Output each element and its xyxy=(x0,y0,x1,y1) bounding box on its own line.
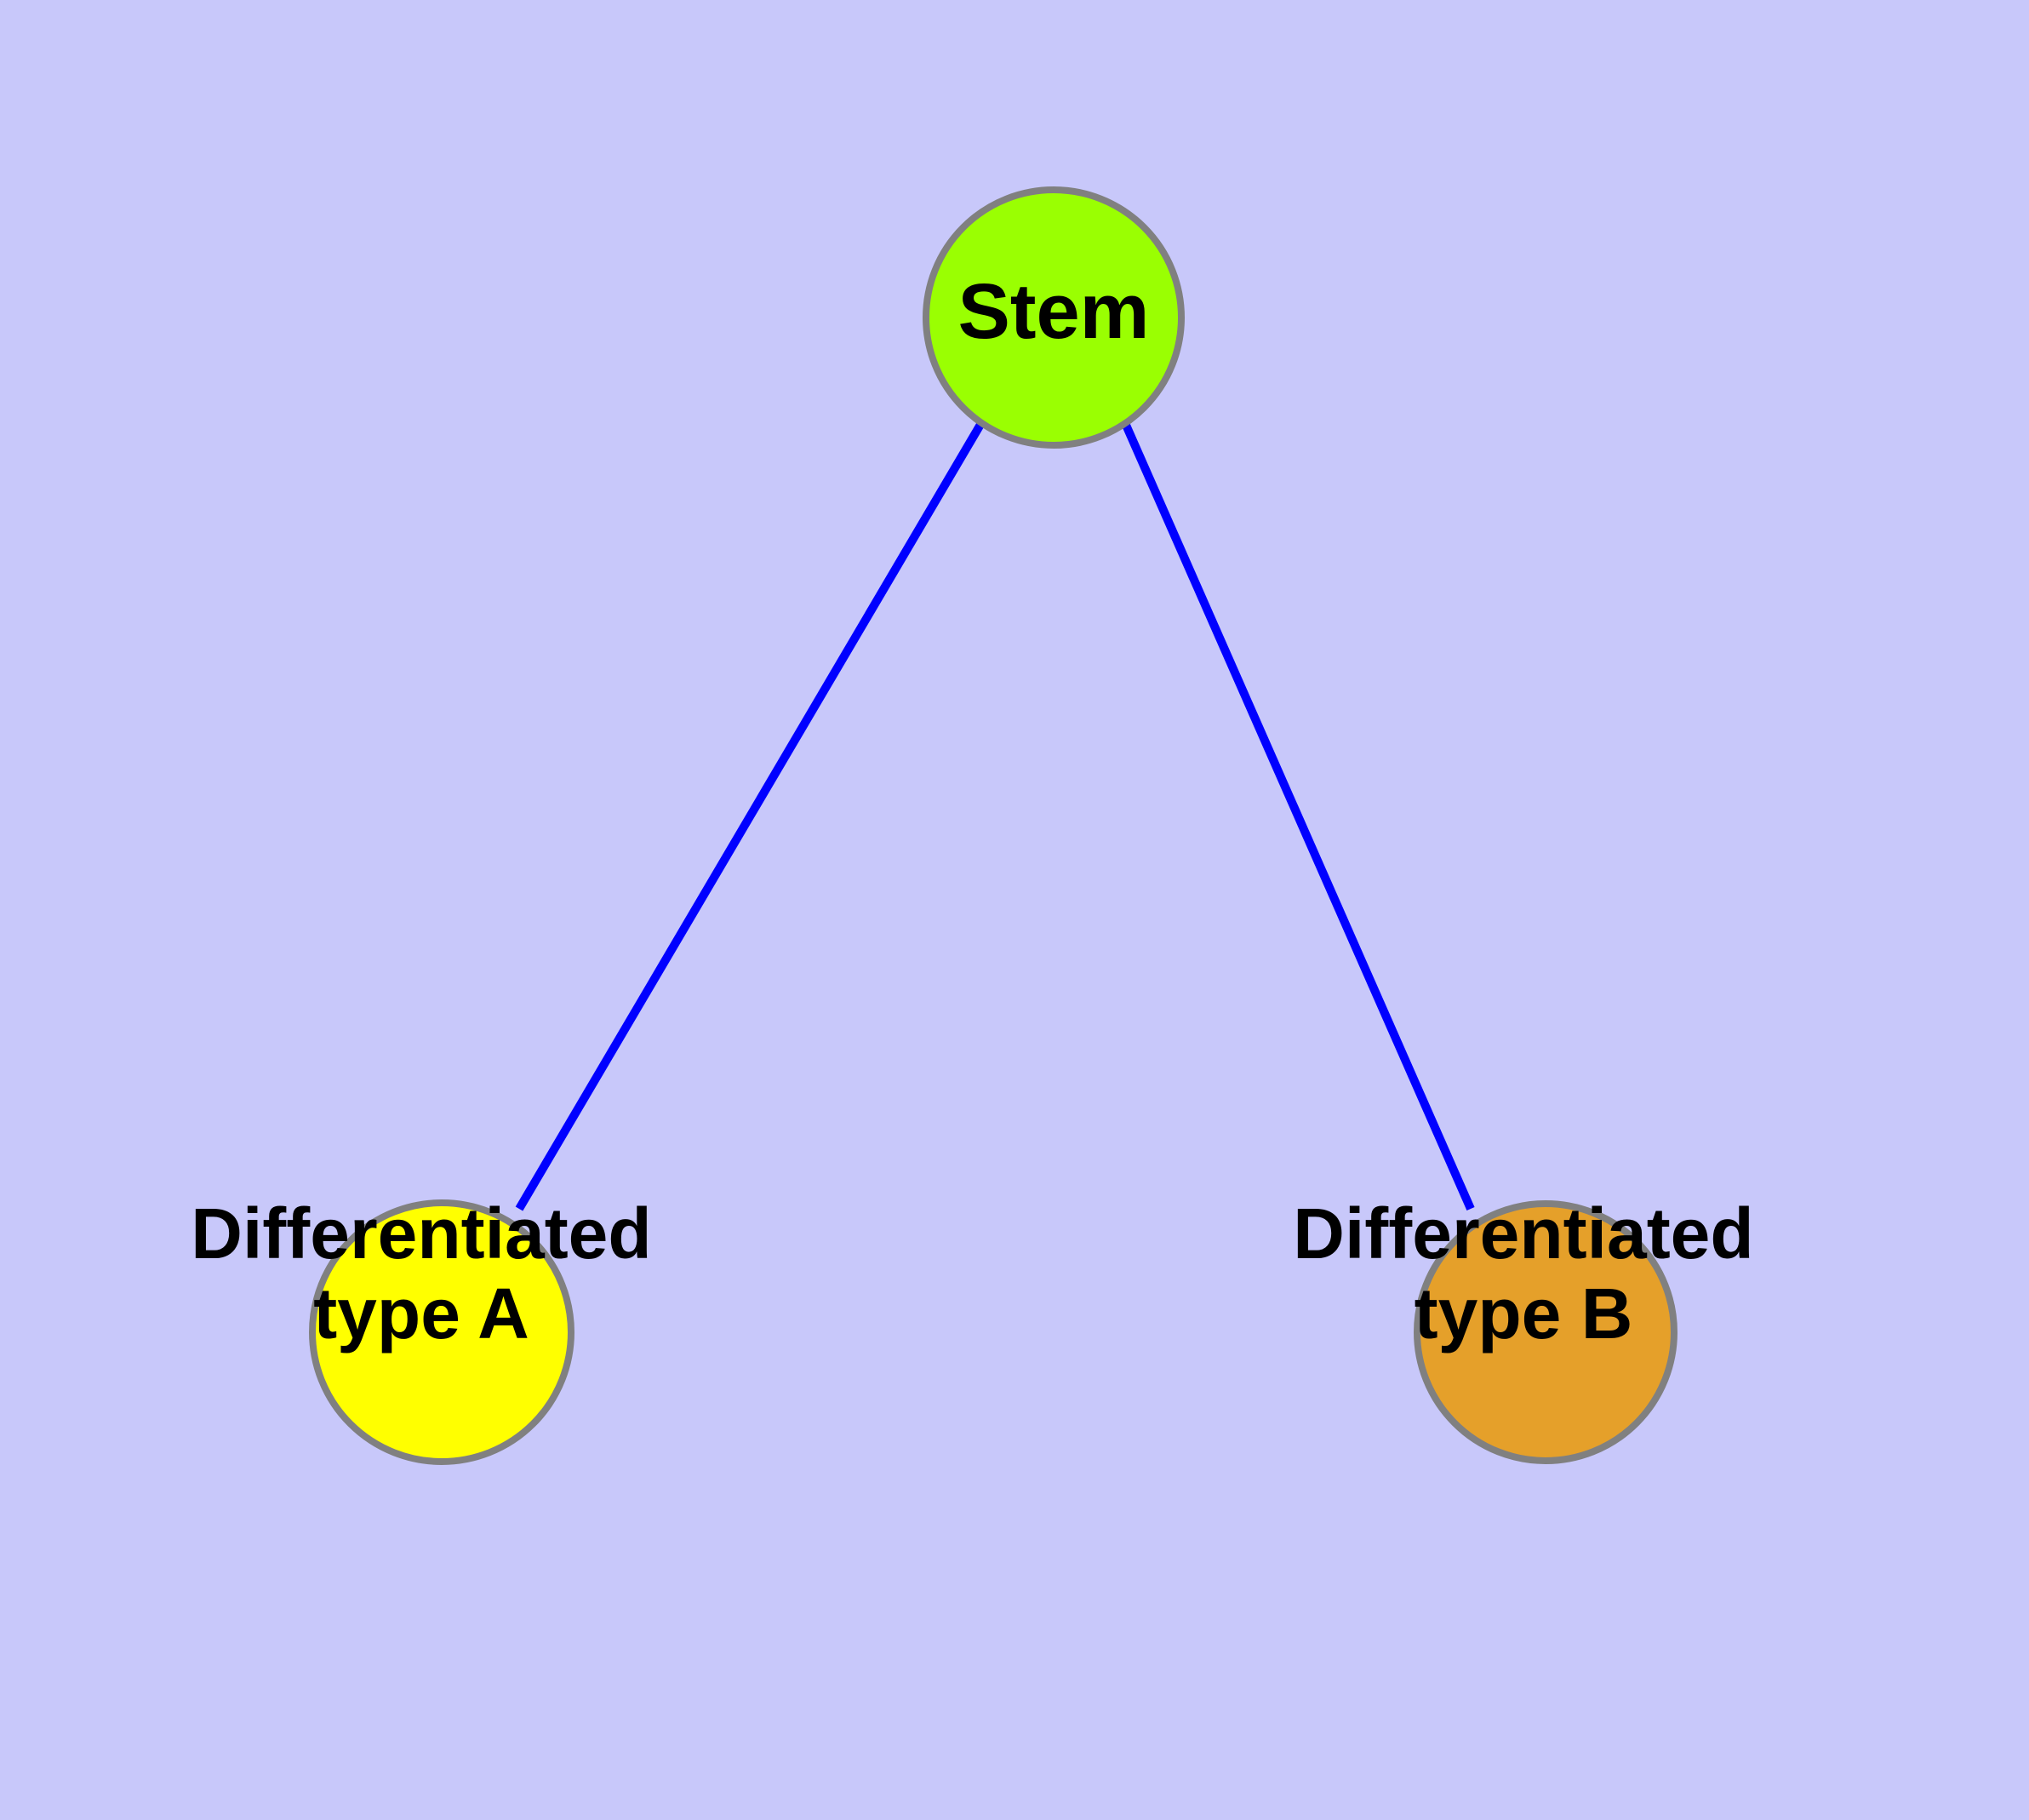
node-differentiated-type-b-circle[interactable] xyxy=(1414,1200,1677,1464)
node-differentiated-type-a-circle[interactable] xyxy=(309,1199,574,1465)
node-label-line: Differentiated xyxy=(1293,1193,1753,1273)
edges-layer xyxy=(515,421,1475,1211)
node-label-line: Differentiated xyxy=(191,1193,651,1273)
node-differentiated-type-b[interactable] xyxy=(1414,1200,1677,1464)
edge-stem-to-differentiated-type-a xyxy=(515,421,986,1211)
node-stem-circle[interactable] xyxy=(923,186,1185,449)
node-label-line: type B xyxy=(1415,1273,1633,1354)
node-stem-label: Stem xyxy=(958,268,1150,355)
edge-stem-to-differentiated-type-b xyxy=(1121,421,1475,1211)
node-stem[interactable] xyxy=(923,186,1185,449)
node-differentiated-type-a[interactable] xyxy=(309,1199,574,1465)
node-label-line: Stem xyxy=(958,268,1150,355)
nodes-layer xyxy=(309,186,1677,1465)
node-label-line: type A xyxy=(313,1273,529,1354)
